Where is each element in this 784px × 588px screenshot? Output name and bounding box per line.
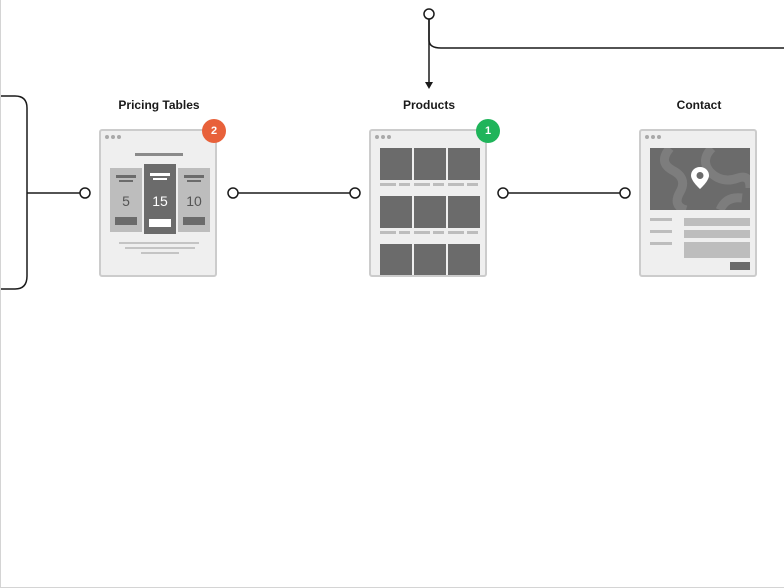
form-label-placeholder bbox=[650, 218, 672, 221]
product-caption bbox=[448, 183, 464, 186]
contact-node[interactable] bbox=[639, 129, 757, 277]
connector-left-bracket bbox=[1, 95, 28, 290]
column-button-placeholder bbox=[149, 219, 171, 227]
connector-handle-pricing-in[interactable] bbox=[79, 187, 91, 199]
product-thumb bbox=[414, 196, 446, 228]
product-price bbox=[399, 231, 410, 234]
products-node[interactable] bbox=[369, 129, 487, 277]
connector-handle-pricing-out[interactable] bbox=[227, 187, 239, 199]
badge-products: 1 bbox=[476, 119, 500, 143]
column-button-placeholder bbox=[115, 217, 137, 225]
price-value-featured: 15 bbox=[152, 193, 168, 209]
window-dots-icon bbox=[375, 135, 391, 139]
product-caption bbox=[414, 183, 430, 186]
connector-handle-contact-in[interactable] bbox=[619, 187, 631, 199]
product-caption bbox=[380, 231, 396, 234]
node-title-pricing: Pricing Tables bbox=[118, 98, 200, 112]
form-input-placeholder bbox=[684, 218, 750, 226]
form-label-placeholder bbox=[650, 230, 672, 233]
product-price bbox=[467, 231, 478, 234]
connector-handle-products-out[interactable] bbox=[497, 187, 509, 199]
column-heading-placeholder bbox=[116, 175, 136, 178]
form-submit-placeholder bbox=[730, 262, 750, 270]
text-line-placeholder bbox=[141, 252, 179, 254]
column-button-placeholder bbox=[183, 217, 205, 225]
column-subheading-placeholder bbox=[187, 180, 201, 182]
product-price bbox=[433, 231, 444, 234]
price-value-left: 5 bbox=[122, 193, 130, 209]
product-thumb bbox=[448, 244, 480, 275]
product-thumb bbox=[380, 148, 412, 180]
price-value-right: 10 bbox=[186, 193, 202, 209]
window-dots-icon bbox=[645, 135, 661, 139]
connector-handle-top[interactable] bbox=[423, 8, 435, 20]
product-thumb bbox=[448, 148, 480, 180]
product-price bbox=[433, 183, 444, 186]
column-heading-placeholder bbox=[150, 173, 170, 176]
text-line-placeholder bbox=[119, 242, 199, 244]
product-thumb bbox=[414, 244, 446, 275]
map-placeholder bbox=[650, 148, 750, 210]
column-heading-placeholder bbox=[184, 175, 204, 178]
product-caption bbox=[448, 231, 464, 234]
text-line-placeholder bbox=[125, 247, 195, 249]
badge-pricing: 2 bbox=[202, 119, 226, 143]
product-thumb bbox=[414, 148, 446, 180]
window-dots-icon bbox=[105, 135, 121, 139]
column-subheading-placeholder bbox=[119, 180, 133, 182]
product-price bbox=[467, 183, 478, 186]
node-title-contact: Contact bbox=[676, 98, 722, 112]
form-input-placeholder bbox=[684, 230, 750, 238]
column-subheading-placeholder bbox=[153, 178, 167, 180]
product-caption bbox=[380, 183, 396, 186]
node-title-products: Products bbox=[402, 98, 455, 112]
map-route-icon bbox=[660, 148, 750, 210]
arrow-down-icon bbox=[425, 82, 433, 89]
connector-handle-products-in[interactable] bbox=[349, 187, 361, 199]
form-textarea-placeholder bbox=[684, 242, 750, 258]
product-thumb bbox=[448, 196, 480, 228]
product-thumb bbox=[380, 196, 412, 228]
map-pin-icon bbox=[691, 167, 709, 189]
product-price bbox=[399, 183, 410, 186]
form-label-placeholder bbox=[650, 242, 672, 245]
heading-placeholder bbox=[135, 153, 183, 156]
product-caption bbox=[414, 231, 430, 234]
connector-top-to-products bbox=[428, 18, 784, 49]
product-thumb bbox=[380, 244, 412, 275]
pricing-tables-node[interactable]: 5 15 10 bbox=[99, 129, 217, 277]
